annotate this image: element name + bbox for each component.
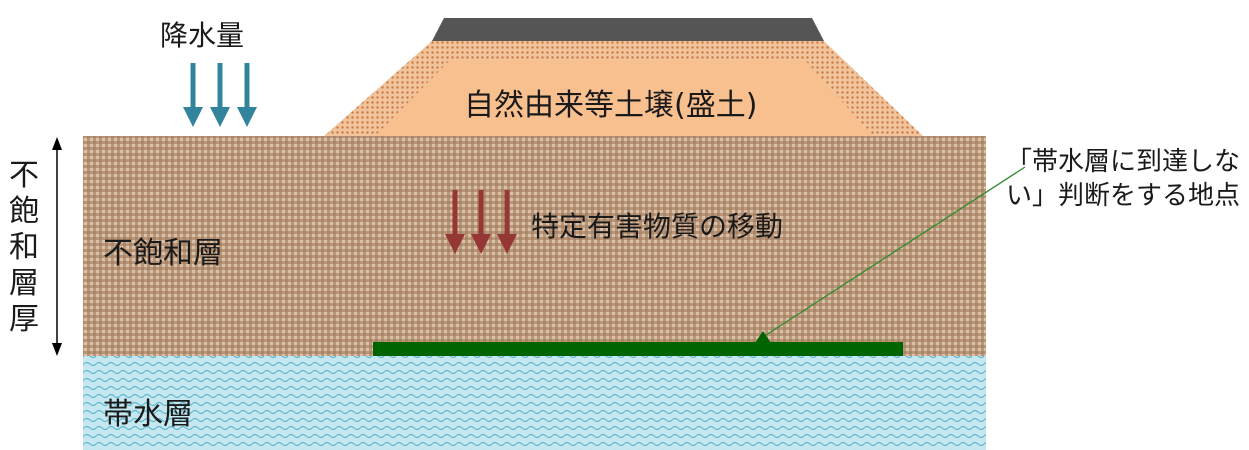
aquifer-layer bbox=[83, 356, 986, 450]
judgment-line bbox=[373, 342, 903, 356]
judgment-point-label: 「帯水層に到達しない」判断をする地点 bbox=[1006, 147, 1241, 211]
unsaturated-layer-label: 不飽和層 bbox=[103, 236, 223, 271]
rain-arrows bbox=[183, 63, 257, 127]
judgment-callout-pointer bbox=[755, 166, 1026, 343]
aquifer-label: 帯水層 bbox=[103, 397, 193, 432]
migration-label: 特定有害物質の移動 bbox=[531, 210, 784, 243]
unsaturated-layer bbox=[83, 136, 986, 356]
migration-arrows bbox=[445, 190, 517, 254]
unsaturated-thickness-label: 不飽和層厚 bbox=[9, 158, 39, 337]
double-arrow-vertical-icon bbox=[52, 137, 62, 356]
embankment-label: 自然由来等土壌(盛土) bbox=[464, 88, 758, 123]
pavement bbox=[432, 18, 824, 41]
precipitation-label: 降水量 bbox=[160, 19, 245, 52]
embankment-core bbox=[375, 60, 873, 136]
